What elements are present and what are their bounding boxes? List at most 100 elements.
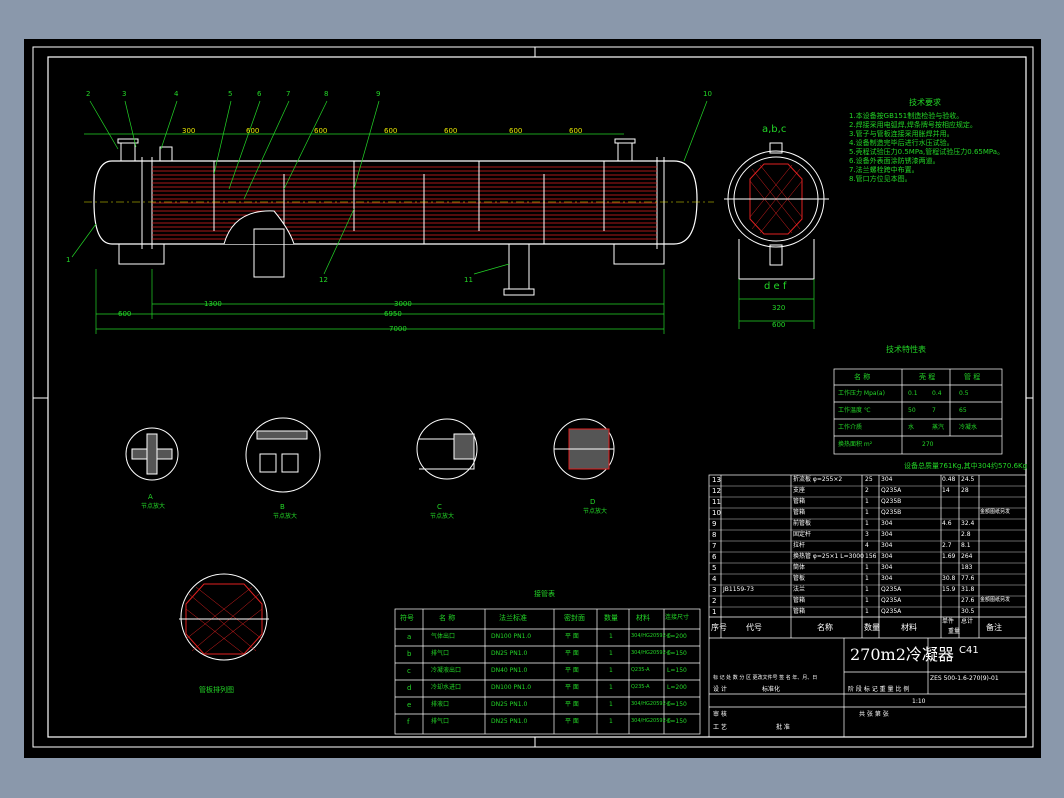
nozzle-cell: Q235-A (631, 667, 650, 673)
nozzle-cell: 冷凝液出口 (431, 667, 462, 674)
nozzle-cell: 排液口 (431, 701, 450, 708)
bom-cell: 7 (712, 542, 717, 550)
dim-baffle-4: 600 (384, 127, 398, 135)
callout-12: 12 (319, 276, 328, 284)
review-label: 审 核 (713, 711, 727, 718)
bom-cell: 264 (961, 553, 973, 560)
spec-table-grid (833, 368, 1003, 455)
bom-cell: 管箱 (793, 509, 806, 516)
nozzle-cell: d (407, 684, 412, 692)
bom-cell: 304 (881, 564, 893, 571)
bom-cell: 25 (865, 476, 873, 483)
nozzle-cell: Q235-A (631, 684, 650, 690)
bom-cell: 28 (961, 487, 969, 494)
detail-d-caption: 节点放大 (583, 508, 608, 515)
detail-a-label: A (148, 493, 153, 501)
sheet-row: 共 张 第 张 (859, 711, 889, 718)
detail-views (125, 417, 615, 661)
bom-cell: 4 (712, 575, 717, 583)
nozzle-cell: DN25 PN1.0 (491, 718, 528, 725)
spec-r0-v1: 0.1 (908, 390, 918, 397)
nozzle-cell: L=150 (667, 701, 687, 708)
design-label: 设 计 (713, 686, 727, 693)
callout-3: 3 (122, 90, 127, 98)
callout-2: 2 (86, 90, 91, 98)
tech-req-line: 2.焊接采用电弧焊,焊条牌号按相应规定。 (849, 121, 977, 129)
bom-cell: Q235A (881, 586, 902, 593)
spec-h-tube: 管 程 (964, 373, 981, 381)
spec-r0-v2: 0.4 (932, 390, 942, 397)
callout-1: 1 (66, 256, 71, 264)
outer-frame (32, 46, 1034, 748)
bom-cell: 30.5 (961, 608, 975, 615)
nozzle-h-2: 法兰标准 (499, 614, 527, 622)
nozzle-h-4: 数量 (604, 614, 618, 622)
bom-h-no: 序号 (711, 623, 727, 632)
tech-req-line: 1.本设备按GB151制造检验与验收。 (849, 112, 964, 120)
nozzle-cell: 排气口 (431, 718, 450, 725)
dim-baffle-1: 300 (182, 127, 196, 135)
tech-req-line: 3.管子与管板连接采用胀焊并用。 (849, 130, 954, 138)
bom-cell: 1 (865, 564, 869, 571)
nozzle-cell: 气体出口 (431, 633, 456, 640)
approve-label: 批 准 (776, 724, 790, 731)
bom-cell: 折流板 φ=255×2 (793, 476, 843, 483)
bom-cell: 1 (865, 498, 869, 505)
side-dim-320: 320 (772, 304, 786, 312)
callout-6: 6 (257, 90, 262, 98)
nozzle-cell: L=200 (667, 633, 687, 640)
bom-cell: 156 (865, 553, 877, 560)
drawing-name: 270m2冷凝器 (850, 645, 954, 664)
bom-h-qty: 数量 (864, 623, 880, 632)
callout-7: 7 (286, 90, 291, 98)
nozzle-cell: DN40 PN1.0 (491, 667, 528, 674)
bom-cell: 1 (865, 586, 869, 593)
dim-left: 600 (118, 310, 132, 318)
drawing-code: C41 (959, 645, 979, 656)
dim-baffle-5: 600 (444, 127, 458, 135)
bom-cell: 1 (865, 509, 869, 516)
bom-cell: 管箱 (793, 608, 806, 615)
nozzle-cell: 1 (609, 718, 613, 725)
bom-cell: 2.7 (942, 542, 952, 549)
standard-label: 标准化 (762, 686, 781, 693)
bom-cell: 管箱 (793, 498, 806, 505)
detail-c-caption: 节点放大 (430, 513, 455, 520)
drawing-canvas: 2 3 4 5 6 7 8 9 10 1 12 11 300 600 600 6… (24, 39, 1041, 758)
nozzle-cell: 304/HG20592-6 (631, 650, 671, 656)
nozzle-cell: 平 面 (565, 684, 579, 691)
bom-cell: 金额图纸另发 (980, 597, 1011, 603)
nozzle-cell: c (407, 667, 411, 675)
sign-row: 标 记 处 数 分 区 更改文件号 签 名 年、月、日 (713, 675, 818, 681)
detail-b-caption: 节点放大 (273, 513, 298, 520)
tech-req-line: 5.壳程试验压力0.5MPa,管程试验压力0.65MPa。 (849, 148, 1005, 156)
bom-cell: 1.69 (942, 553, 956, 560)
nozzle-cell: 平 面 (565, 667, 579, 674)
bom-h-mat: 材料 (901, 623, 917, 632)
dim-len1: 1300 (204, 300, 222, 308)
bom-cell: Q235A (881, 487, 902, 494)
bom-cell: 5 (712, 564, 717, 572)
bom-cell: 1 (865, 520, 869, 527)
nozzle-cell: 冷却水进口 (431, 684, 462, 691)
bom-h-unit: 单件 (942, 618, 955, 625)
bom-cell: 2.8 (961, 531, 971, 538)
spec-r1-v3: 65 (959, 407, 967, 414)
tech-req-line: 8.管口方位见本图。 (849, 175, 912, 183)
bom-cell: Q235B (881, 498, 902, 505)
nozzle-cell: DN100 PN1.0 (491, 633, 532, 640)
bom-cell: Q235B (881, 509, 902, 516)
bom-cell: 6 (712, 553, 717, 561)
nozzle-cell: L=150 (667, 667, 687, 674)
callout-5: 5 (228, 90, 233, 98)
bom-cell: 304 (881, 520, 893, 527)
spec-r1-v2: 7 (932, 407, 936, 414)
nozzle-cell: L=150 (667, 650, 687, 657)
inner-frame (47, 56, 1027, 738)
nozzle-cell: 304/HG20592-6 (631, 701, 671, 707)
bom-cell: 12 (712, 487, 721, 495)
bom-cell: 32.4 (961, 520, 975, 527)
side-label-def: d e f (764, 281, 787, 292)
bom-cell: 管板 (793, 575, 806, 582)
spec-r2-v2: 蒸汽 (932, 424, 945, 431)
